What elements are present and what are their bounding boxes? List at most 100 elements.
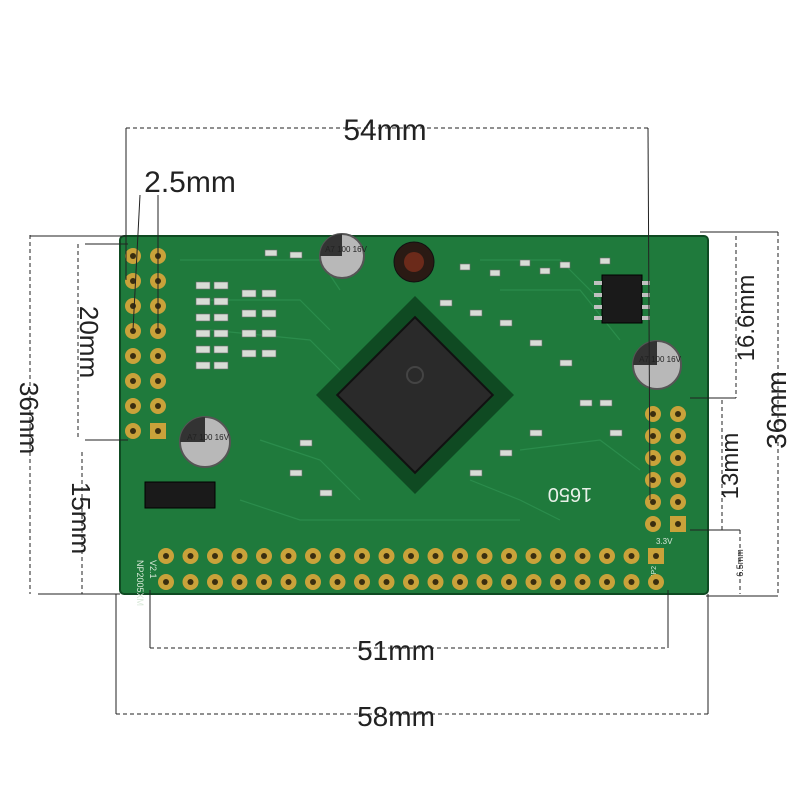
pin-hole <box>236 579 243 585</box>
pin-hole <box>408 553 414 559</box>
cap-top-label: A7 100 16V <box>325 245 367 254</box>
pin-hole <box>653 579 659 585</box>
pin-hole <box>285 553 292 559</box>
dim-pin-pitch: 2.5mm <box>144 166 236 199</box>
pin-hole <box>155 428 161 434</box>
pin-hole <box>530 579 537 585</box>
pin-hole <box>130 403 136 409</box>
pin-hole <box>285 579 292 585</box>
pin-hole <box>506 553 512 559</box>
pin-hole <box>408 579 414 585</box>
diode <box>144 481 216 509</box>
pin-hole <box>261 579 267 585</box>
pin-hole <box>432 579 439 585</box>
pin-hole <box>130 378 136 384</box>
pin-hole <box>650 477 656 483</box>
pin-hole <box>653 553 659 559</box>
pin-hole <box>579 579 586 585</box>
pin-hole <box>675 521 681 527</box>
pin-hole <box>506 579 512 585</box>
pin-hole <box>481 579 488 585</box>
cap-right-label: A7 100 16V <box>639 355 681 364</box>
pin-hole <box>579 553 586 559</box>
pcb-board: A7 100 16V A7 100 16V A7 100 16V 1650 NP… <box>119 233 709 606</box>
dim-right-small: 6.5mm <box>735 549 745 577</box>
pin-hole <box>212 579 218 585</box>
pin-hole <box>236 553 243 559</box>
right-pin-header <box>645 406 686 532</box>
pin-hole <box>130 278 136 284</box>
pin-hole <box>675 477 681 483</box>
pin-hole <box>383 579 390 585</box>
pin-hole <box>359 579 365 585</box>
bottom-pin-header <box>158 548 664 590</box>
pin-hole <box>628 553 635 559</box>
pin-hole <box>555 579 561 585</box>
pin-hole <box>650 499 656 505</box>
pin-hole <box>457 553 463 559</box>
pin-hole <box>130 253 136 259</box>
pin-hole <box>334 579 341 585</box>
pin-hole <box>675 433 681 439</box>
pin-hole <box>130 328 136 334</box>
pin-hole <box>130 353 136 359</box>
cap-left-label: A7 100 16V <box>187 433 229 442</box>
main-chip <box>316 296 514 494</box>
pin-hole <box>155 353 161 359</box>
pin-hole <box>130 428 136 434</box>
version-label: V2.1 <box>148 560 158 579</box>
dimension-labels: 54mm 2.5mm 20mm 36mm 15mm 36mm 16.6mm 13… <box>14 114 792 732</box>
dim-left-outer: 36mm <box>14 382 44 454</box>
dimension-lines <box>29 127 779 715</box>
smd-components <box>195 249 623 497</box>
pin-hole <box>457 579 463 585</box>
pin-hole <box>481 553 488 559</box>
pin-hole <box>212 553 218 559</box>
pin-hole <box>261 553 267 559</box>
pin-hole <box>163 579 169 585</box>
dim-bottom-width: 58mm <box>357 701 435 732</box>
pin-hole <box>675 499 681 505</box>
pin-hole <box>604 553 610 559</box>
pin-hole <box>187 553 194 559</box>
pin-hole <box>650 455 656 461</box>
pin-hole <box>334 553 341 559</box>
pin-hole <box>650 411 656 417</box>
dim-left-header: 20mm <box>74 306 104 378</box>
dim-right-upper: 16.6mm <box>733 275 760 362</box>
pin-hole <box>155 378 161 384</box>
capacitor-right: A7 100 16V <box>632 340 682 390</box>
pin-hole <box>604 579 610 585</box>
pin-hole <box>187 579 194 585</box>
jp2-label: JP2 <box>651 566 658 578</box>
dim-top-width: 54mm <box>343 114 426 147</box>
pin-hole <box>310 553 316 559</box>
inductor <box>393 241 435 283</box>
dim-right-lower: 13mm <box>717 433 744 500</box>
pin-hole <box>675 411 681 417</box>
pin-hole <box>555 553 561 559</box>
pin-hole <box>530 553 537 559</box>
capacitor-top: A7 100 16V <box>319 233 368 279</box>
chip-silk-label: 1650 <box>548 483 593 505</box>
pin-hole <box>163 553 169 559</box>
pin-hole <box>383 553 390 559</box>
pin-hole <box>432 553 439 559</box>
pin-hole <box>650 521 656 527</box>
pin-hole <box>130 303 136 309</box>
pin-hole <box>359 553 365 559</box>
dim-left-lower: 15mm <box>66 482 96 554</box>
pin-hole <box>310 579 316 585</box>
dim-right-height: 36mm <box>761 371 792 449</box>
pin-hole <box>155 403 161 409</box>
pin-hole <box>155 328 161 334</box>
pin-hole <box>675 455 681 461</box>
dim-bottom-header: 51mm <box>357 635 435 666</box>
pin-hole <box>628 579 635 585</box>
board-name-label: NP2005XM <box>135 560 145 606</box>
capacitor-left: A7 100 16V <box>179 416 231 468</box>
pin-hole <box>650 433 656 439</box>
v33-label: 3.3V <box>656 537 673 546</box>
